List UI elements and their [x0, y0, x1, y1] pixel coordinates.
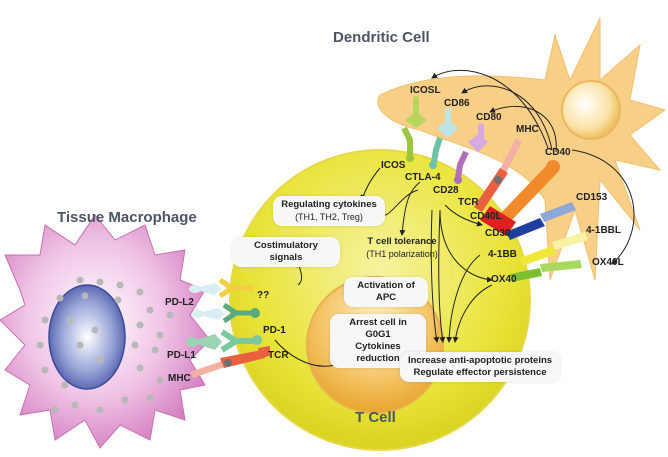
icosl-icos-pair	[401, 96, 427, 162]
label-4-1bb: 4-1BB	[488, 249, 517, 260]
label-tcr-top: TCR	[458, 197, 479, 208]
arrow-ox40-to-apoptotic	[452, 284, 493, 343]
arrow-ctla4-to-tolerance	[399, 181, 421, 236]
receptor-pairs-dendritic	[401, 96, 588, 282]
costimulatory-signals-title: Costimulatory signals	[254, 240, 318, 263]
pd-l1-pd-1-pair	[186, 329, 262, 353]
t-cell-title: T Cell	[355, 409, 396, 426]
label-icosl: ICOSL	[410, 85, 441, 96]
dendritic-cell-title: Dendritic Cell	[333, 29, 430, 46]
granule	[76, 341, 84, 349]
mhc-tcr-pair	[190, 346, 270, 378]
granule	[96, 406, 104, 414]
granule	[96, 356, 104, 364]
label-ox40: OX40	[491, 274, 517, 285]
arrow-cd40-to-cd86	[461, 85, 553, 151]
granule	[51, 406, 59, 414]
granule	[151, 346, 159, 354]
granule	[121, 396, 129, 404]
pd-l2-bottom-pair	[192, 302, 260, 324]
label-cd40l: CD40L	[470, 211, 502, 222]
label-ctla4: CTLA-4	[405, 172, 441, 183]
label-unknown: ??	[257, 290, 269, 301]
label-mhc-macrophage: MHC	[168, 373, 191, 384]
anti-apoptotic-line1: Increase anti-apoptotic proteins	[407, 355, 553, 366]
receptor-pairs-macrophage	[186, 277, 270, 378]
label-cd40: CD40	[545, 147, 571, 158]
granule	[41, 316, 49, 324]
activation-apc-box: Activation of APC	[344, 277, 428, 307]
cd40-cd40l-pair	[480, 160, 560, 236]
granule	[146, 306, 154, 314]
arrow-to-apoptotic-2	[438, 209, 446, 343]
t-cell-tolerance-box: T cell tolerance (TH1 polarization)	[352, 236, 452, 260]
label-ox40l: OX40L	[592, 257, 624, 268]
label-pd-l1: PD-L1	[167, 350, 196, 361]
arrest-cell-line2: Cytokines reduction	[355, 341, 401, 364]
granule	[36, 341, 44, 349]
arrest-cell-line1: Arrest cell in G0G1	[349, 317, 407, 340]
arrow-cd28-to-cd40l	[444, 204, 483, 227]
granule	[91, 326, 99, 334]
ox40l-ox40-pair	[510, 260, 582, 282]
granule	[41, 366, 49, 374]
granule	[146, 394, 154, 402]
granule	[71, 401, 79, 409]
arrow-to-apoptotic-1	[430, 209, 440, 343]
granule	[131, 341, 139, 349]
granule	[156, 376, 164, 384]
macrophage-nucleus	[48, 284, 126, 390]
granule	[116, 281, 124, 289]
granule	[156, 331, 164, 339]
granule	[81, 292, 89, 300]
label-mhc-dc: MHC	[516, 124, 539, 135]
dendritic-cell	[377, 17, 667, 281]
cd80-cd28-pair	[454, 123, 488, 184]
regulating-cytokines-sub: (TH1, TH2, Treg)	[295, 212, 363, 222]
label-cd86: CD86	[444, 98, 470, 109]
anti-apoptotic-box: Increase anti-apoptotic proteins Regulat…	[400, 352, 560, 382]
costimulatory-signals-box: Costimulatory signals	[232, 237, 340, 267]
arrow-to-ox40	[439, 209, 493, 283]
arrow-4-1bb-to-apoptotic	[446, 254, 481, 343]
macrophage-granules	[36, 276, 174, 414]
granule	[96, 278, 104, 286]
regulating-cytokines-box: Regulating cytokines (TH1, TH2, Treg)	[273, 196, 385, 226]
t-cell-tolerance-title: T cell tolerance	[367, 236, 437, 247]
cd153-cd30-pair	[506, 202, 576, 240]
pd-l2-top-pair	[189, 277, 254, 299]
label-icos: ICOS	[381, 160, 406, 171]
4-1bbl-4-1bb-pair	[520, 232, 588, 266]
arrow-cd40-to-ox40l	[571, 149, 635, 265]
mhc-tcr-top-pair	[474, 138, 522, 212]
label-cd30: CD30	[485, 228, 511, 239]
label-cd28: CD28	[433, 185, 459, 196]
granule	[61, 381, 69, 389]
arrow-cd40-to-cd80	[489, 105, 557, 153]
granule	[56, 294, 64, 302]
granule	[136, 288, 144, 296]
label-tcr-bottom: TCR	[268, 350, 289, 361]
anti-apoptotic-line2: Regulate effector persistence	[413, 367, 547, 378]
dendritic-nucleus	[561, 80, 621, 140]
cd86-ctla4-pair	[429, 108, 458, 169]
granule	[136, 321, 144, 329]
label-pd-l2: PD-L2	[165, 297, 194, 308]
t-cell-tolerance-sub: (TH1 polarization)	[366, 249, 438, 259]
label-4-1bbl: 4-1BBL	[586, 225, 621, 236]
tissue-macrophage	[0, 214, 211, 449]
granule	[66, 316, 74, 324]
granule	[166, 311, 174, 319]
granule	[136, 364, 144, 372]
label-pd1: PD-1	[263, 325, 286, 336]
regulating-cytokines-title: Regulating cytokines	[281, 199, 377, 210]
label-cd80: CD80	[476, 112, 502, 123]
arrow-cd40-to-icosl	[431, 69, 549, 149]
activation-apc-title: Activation of APC	[357, 280, 415, 303]
label-cd153: CD153	[576, 192, 608, 203]
tissue-macrophage-title: Tissue Macrophage	[57, 209, 197, 226]
granule	[114, 296, 122, 304]
granule	[76, 276, 84, 284]
